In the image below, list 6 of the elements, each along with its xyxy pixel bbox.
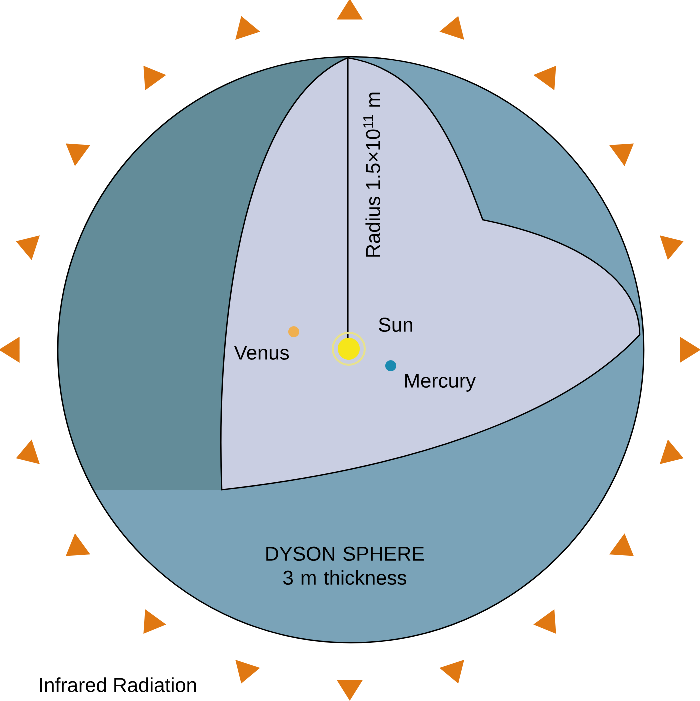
planet-label: Venus	[234, 346, 290, 360]
planet-label: Sun	[379, 318, 412, 332]
sphere-label: DYSON SPHERE 3 m thickness	[266, 546, 424, 586]
radius-label: Radius 1.5×10$^{11}$ m	[364, 92, 380, 257]
caption-text: Infrared Radiation	[40, 678, 196, 692]
planet-label: Mercury	[406, 374, 476, 392]
